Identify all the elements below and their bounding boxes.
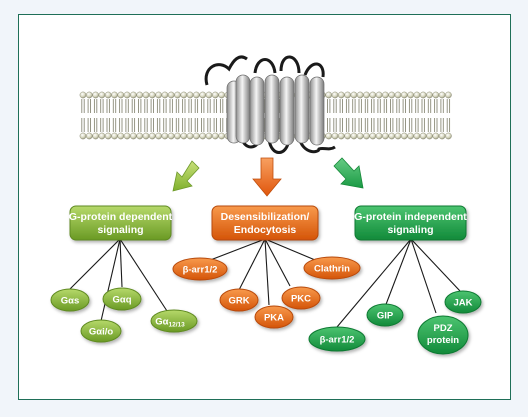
oval-pkc: PKC (281, 286, 321, 310)
figure-frame: G-protein dependent signaling Desensibil… (18, 14, 511, 400)
g-protein-dependent-box: G-protein dependent signaling (69, 205, 173, 241)
desensitization-line1: Desensibilization/ (221, 211, 310, 223)
arrow-to-g-protein-dependent (172, 160, 200, 192)
svg-text:PDZ: PDZ (434, 323, 453, 334)
svg-text:Gαs: Gαs (61, 296, 80, 307)
oval-clathrin: Clathrin (303, 256, 361, 280)
oval-gip: GIP (366, 303, 404, 327)
oval-pka: PKA (254, 305, 294, 329)
svg-text:Gα12/13: Gα12/13 (155, 317, 185, 329)
arrow-to-g-protein-independent (333, 157, 364, 189)
oval-ga1213: Gα12/13 (150, 309, 198, 333)
g-protein-dependent-line2: signaling (97, 224, 143, 236)
arrow-to-desensitization (252, 157, 282, 197)
svg-text:Gαq: Gαq (112, 295, 131, 306)
desensitization-line2: Endocytosis (234, 224, 297, 236)
g-protein-independent-box: G-protein independent signaling (354, 205, 467, 241)
oval-gas: Gαs (50, 288, 90, 312)
gpcr-receptor-icon (204, 55, 336, 154)
svg-text:PKC: PKC (291, 294, 311, 305)
svg-text:PKA: PKA (264, 313, 284, 324)
svg-text:GIP: GIP (377, 311, 394, 322)
signaling-diagram: G-protein dependent signaling Desensibil… (50, 55, 482, 355)
svg-text:protein: protein (427, 335, 459, 346)
oval-barr-center: β-arr1/2 (172, 257, 228, 281)
svg-text:GRK: GRK (228, 296, 249, 307)
oval-gaio: Gαi/o (80, 319, 122, 343)
oval-barr-right: β-arr1/2 (308, 326, 366, 352)
oval-grk: GRK (219, 288, 259, 312)
svg-text:β-arr1/2: β-arr1/2 (320, 335, 355, 346)
oval-pdz-protein: PDZ protein (417, 315, 469, 355)
svg-text:Gαi/o: Gαi/o (89, 327, 114, 338)
svg-text:Clathrin: Clathrin (314, 264, 350, 275)
oval-gaq: Gαq (102, 287, 142, 311)
g-protein-independent-line2: signaling (387, 224, 433, 236)
g-protein-dependent-line1: G-protein dependent (69, 211, 173, 223)
g-protein-independent-line1: G-protein independent (354, 211, 467, 223)
svg-text:JAK: JAK (453, 298, 472, 309)
desensitization-endocytosis-box: Desensibilization/ Endocytosis (211, 205, 319, 241)
svg-text:β-arr1/2: β-arr1/2 (183, 265, 218, 276)
oval-jak: JAK (444, 290, 482, 314)
